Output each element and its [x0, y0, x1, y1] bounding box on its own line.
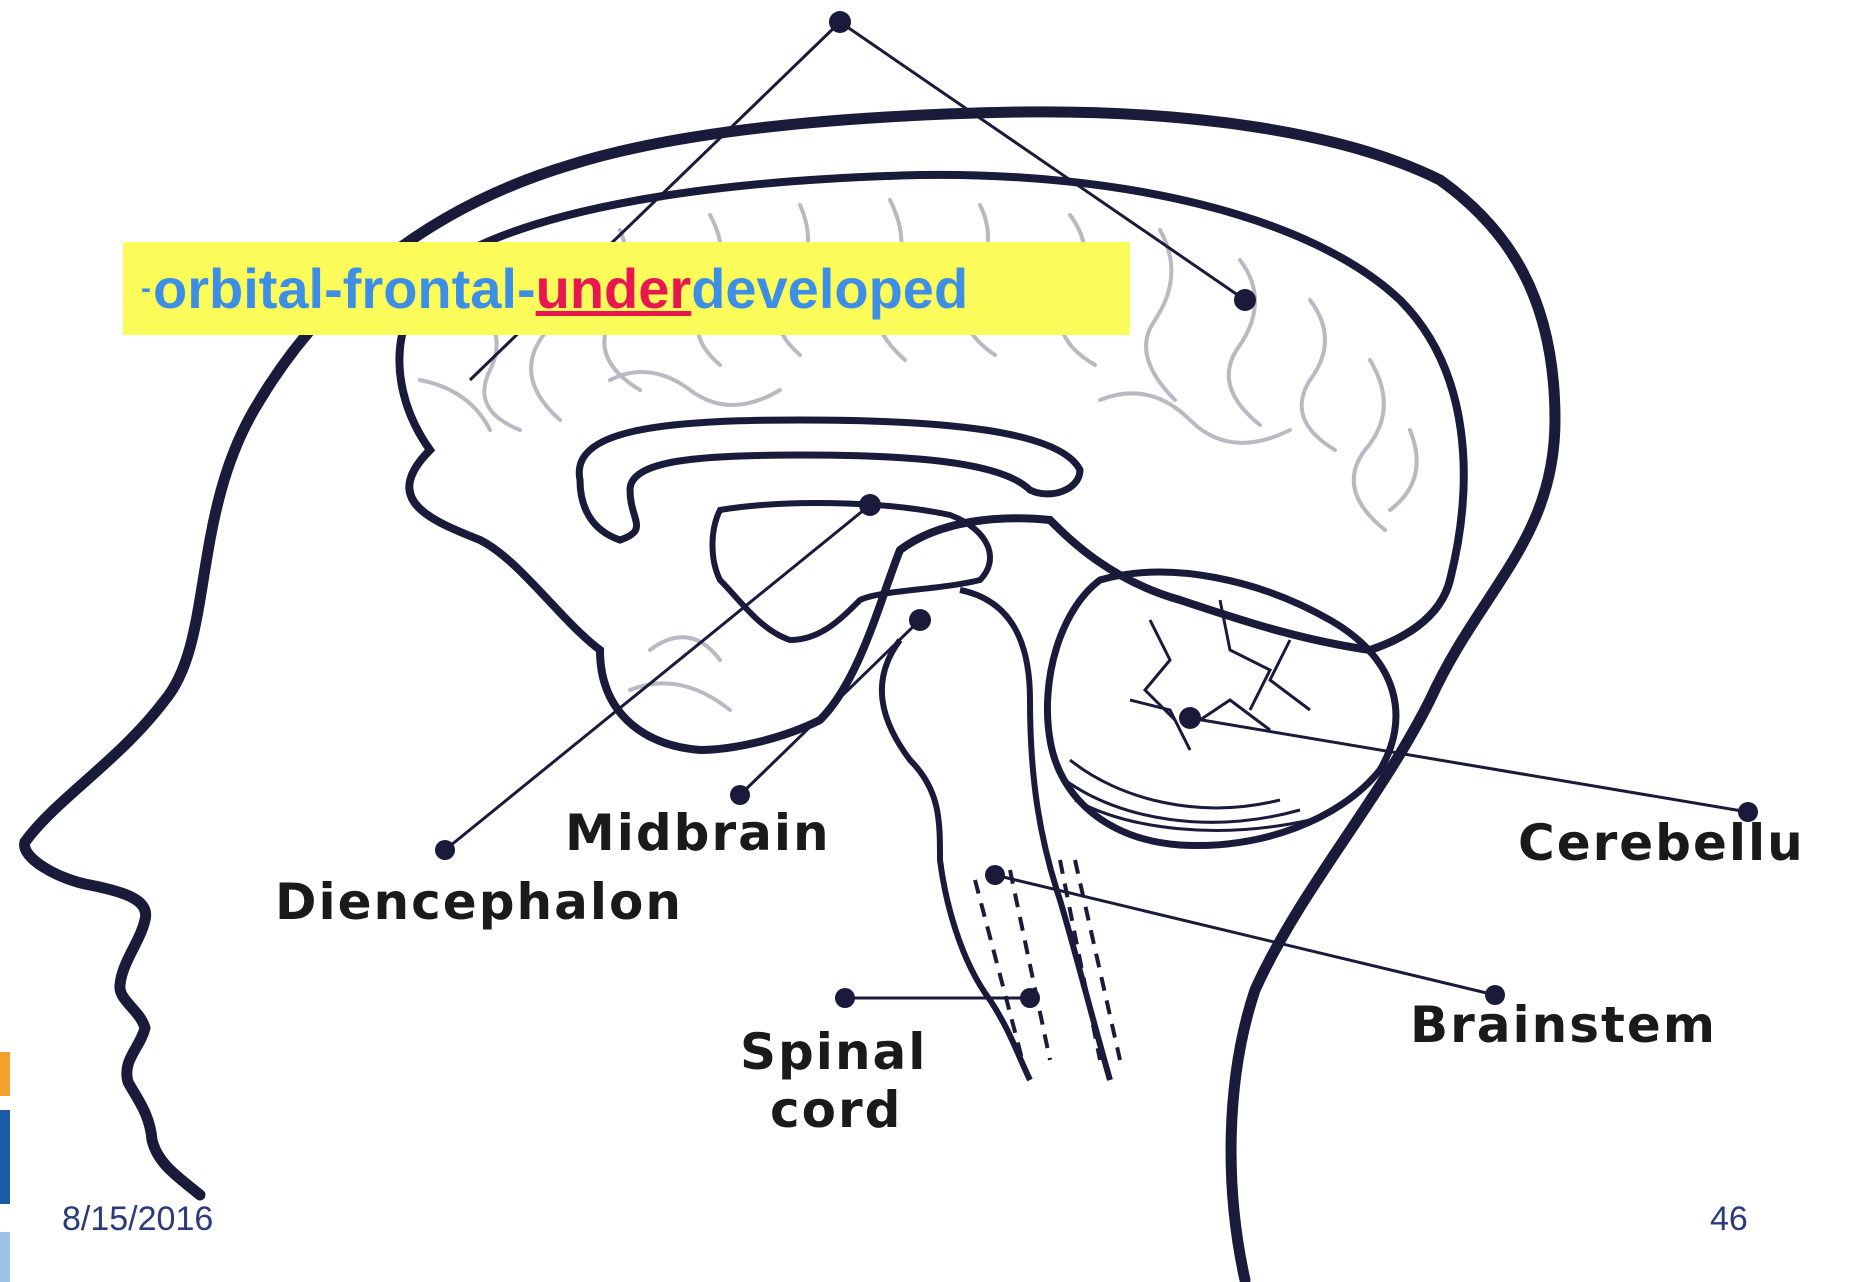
slide-page-number: 46 — [1710, 1200, 1748, 1239]
label-spinal: Spinal — [740, 1027, 927, 1077]
callout-prefix: - — [141, 272, 151, 306]
slide-date: 8/15/2016 — [62, 1200, 213, 1239]
brainstem-outline — [882, 590, 1110, 1080]
label-cerebellum: Cerebellu — [1518, 818, 1805, 868]
label-midbrain: Midbrain — [565, 808, 831, 858]
label-diencephalon: Diencephalon — [275, 877, 683, 927]
accent-bar-orange — [0, 1052, 10, 1096]
callout-highlight: under — [536, 256, 692, 321]
callout-text-part2: developed — [691, 256, 968, 321]
callout-text-part1: orbital-frontal- — [153, 256, 536, 321]
label-brainstem: Brainstem — [1410, 1000, 1717, 1050]
accent-bar-blue — [0, 1110, 10, 1204]
orbital-frontal-callout: - orbital-frontal- under developed — [123, 242, 1130, 335]
accent-bar-lightblue — [0, 1232, 10, 1282]
label-cord: cord — [770, 1085, 902, 1135]
